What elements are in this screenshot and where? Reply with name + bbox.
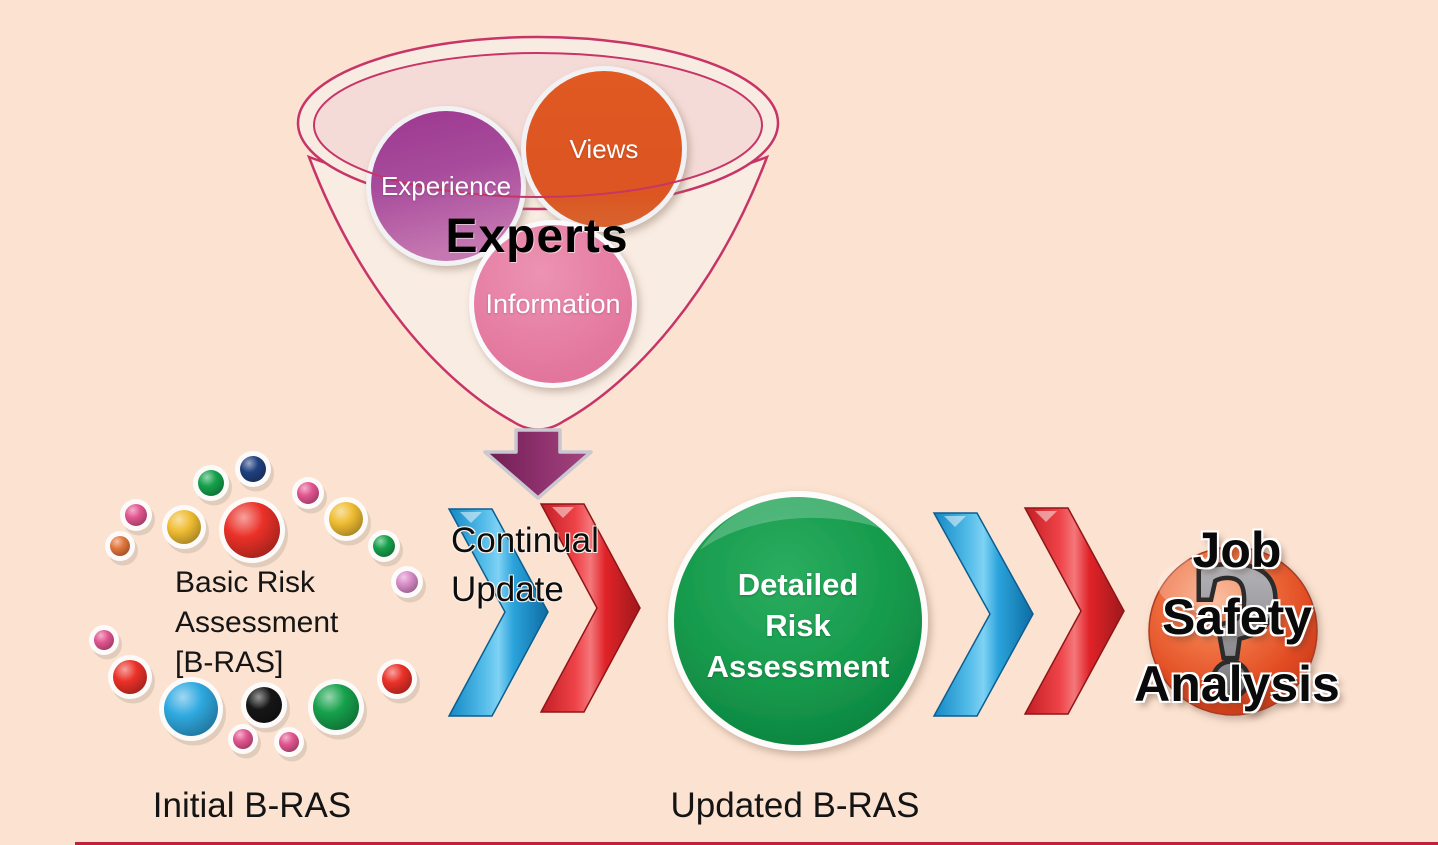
information-circle [474, 225, 632, 383]
detailed-line-3: Assessment [706, 649, 890, 684]
detailed-line-2: Risk [765, 608, 831, 643]
chevron-blue-2-highlight [944, 516, 966, 527]
chevron-blue-2 [932, 512, 1034, 717]
cluster-ball [198, 470, 224, 496]
cluster-ball [110, 536, 130, 556]
chevron-red-1-highlight [552, 507, 574, 518]
cluster-ball [94, 630, 114, 650]
cluster-ball [373, 535, 395, 557]
job-safety-analysis-label: Job Safety Analysis [1077, 517, 1397, 718]
chevron-red-1 [539, 503, 641, 713]
experience-label: Experience [380, 171, 512, 201]
cluster-ball [329, 502, 363, 536]
chevron-blue-1-highlight [460, 512, 482, 523]
chevron-blue-1 [447, 508, 549, 717]
detailed-circle [674, 497, 922, 745]
experts-label: Experts [445, 210, 629, 263]
basic-risk-line-1: Basic Risk [175, 566, 316, 599]
views-label: Views [569, 134, 639, 164]
updated-bras-caption: Updated B-RAS [670, 786, 920, 825]
initial-bras-ball-cluster [89, 451, 426, 762]
initial-bras-caption: Initial B-RAS [152, 786, 352, 825]
cluster-ball [113, 660, 147, 694]
funnel-rim-inner-line [313, 52, 763, 198]
basic-risk-assessment-label: Basic Risk Assessment [B-RAS] [175, 563, 338, 683]
cluster-ball [125, 504, 147, 526]
detailed-risk-label: Detailed Risk Assessment [648, 564, 948, 687]
bottom-border-line [75, 842, 1438, 845]
jsa-line-3: Analysis [1134, 656, 1340, 712]
jsa-line-1: Job [1192, 522, 1282, 578]
cluster-ball [167, 510, 201, 544]
cluster-ball [313, 684, 359, 730]
cluster-ball [246, 687, 282, 723]
cluster-ball [224, 502, 280, 558]
cluster-ball [164, 682, 218, 736]
jsa-line-2: Safety [1161, 589, 1313, 645]
cluster-ball [382, 664, 412, 694]
jsa-ball-gloss [1158, 557, 1262, 613]
basic-risk-line-3: [B-RAS] [175, 646, 284, 679]
question-mark-icon: ? [1190, 524, 1285, 734]
basic-risk-line-2: Assessment [175, 606, 339, 639]
cluster-ball [279, 732, 299, 752]
cluster-ball [233, 729, 253, 749]
detailed-line-1: Detailed [737, 567, 859, 602]
chevron-red-2 [1023, 507, 1125, 715]
jsa-ball [1148, 546, 1318, 716]
update-line: Update [451, 570, 564, 609]
continual-line: Continual [451, 521, 599, 560]
cluster-ball [297, 482, 319, 504]
cluster-ball [240, 456, 266, 482]
information-label: Information [485, 289, 621, 319]
continual-update-label: Continual Update [451, 516, 599, 614]
experience-circle [371, 111, 521, 261]
funnel-output-arrow [483, 428, 593, 500]
chevron-red-2-highlight [1035, 511, 1057, 522]
detailed-circle-gloss [700, 495, 880, 550]
cluster-ball [396, 571, 418, 593]
